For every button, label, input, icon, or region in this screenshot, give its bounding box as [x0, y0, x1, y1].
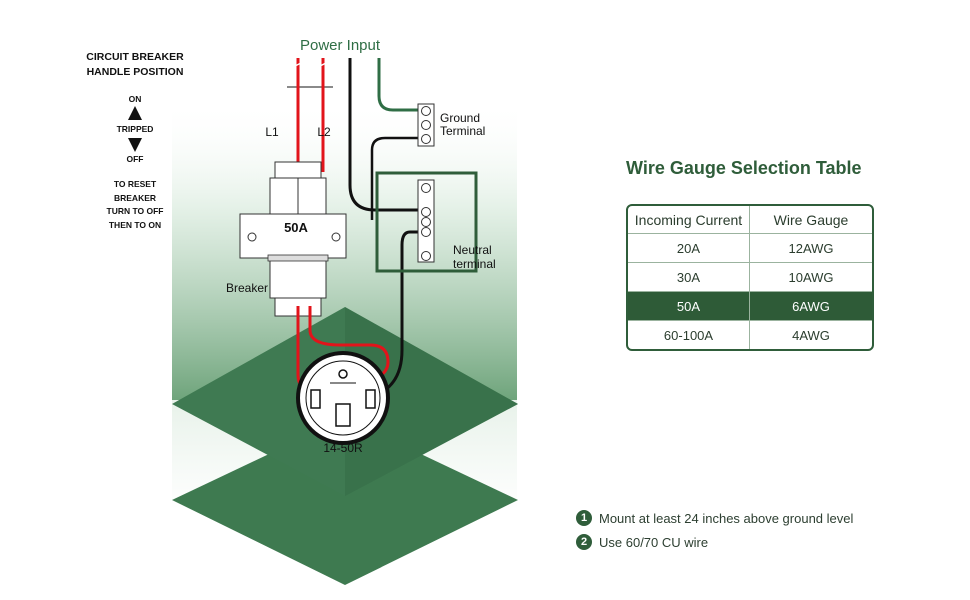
note-number-badge: 2 — [576, 534, 592, 550]
ground-terminal-label-line1: Ground — [440, 111, 480, 125]
breaker-label: Breaker — [226, 281, 268, 295]
table-row-highlighted: 50A 6AWG — [628, 292, 872, 321]
legend-heading-line1: CIRCUIT BREAKER — [86, 51, 184, 63]
current-cell: 60-100A — [628, 321, 750, 349]
ground-wire — [377, 58, 418, 112]
receptacle-14-50r — [296, 351, 390, 445]
table-row: 20A 12AWG — [628, 234, 872, 263]
ground-terminal — [417, 103, 435, 147]
gauge-cell: 12AWG — [750, 234, 872, 263]
table-header-row: Incoming Current Wire Gauge — [628, 206, 872, 234]
legend-off-label: OFF — [126, 154, 144, 164]
reset-line1: TO RESET — [113, 179, 157, 189]
l1-label: L1 — [265, 125, 279, 139]
ground-terminal-label-line2: Terminal — [440, 124, 485, 138]
legend-on-label: ON — [128, 94, 142, 104]
arrow-up-icon — [128, 106, 142, 120]
breaker-rating: 50A — [284, 220, 308, 235]
neutral-terminal-label-line2: terminal — [453, 257, 496, 271]
gauge-cell: 6AWG — [750, 292, 872, 321]
note-item: 2 Use 60/70 CU wire — [576, 531, 853, 553]
arrow-down-icon — [128, 138, 142, 152]
installation-notes: 1 Mount at least 24 inches above ground … — [576, 507, 853, 555]
gauge-cell: 4AWG — [792, 327, 830, 343]
breaker — [239, 161, 347, 317]
neutral-terminal — [375, 171, 478, 273]
legend-reset-instructions: TO RESET BREAKER TURN TO OFF THEN TO ON — [60, 178, 210, 232]
neutral-return-wire — [381, 230, 418, 394]
wire-gauge-table: Incoming Current Wire Gauge 20A 12AWG 30… — [626, 204, 874, 351]
breaker-position-legend: CIRCUIT BREAKER HANDLE POSITION ON TRIPP… — [60, 50, 210, 232]
header-wire-gauge: Wire Gauge — [750, 206, 872, 234]
ground-return-wire — [370, 136, 418, 220]
current-cell: 50A — [628, 292, 750, 321]
gauge-cell: 10AWG — [750, 263, 872, 292]
reset-line3: TURN TO OFF — [106, 206, 164, 216]
reset-line2: BREAKER — [113, 192, 157, 203]
power-input-label: Power Input — [300, 37, 381, 54]
table-row: 30A 10AWG — [628, 263, 872, 292]
l2-label: L2 — [317, 125, 331, 139]
wire-table-title: Wire Gauge Selection Table — [626, 158, 862, 178]
legend-heading-line2: HANDLE POSITION — [86, 66, 184, 78]
neutral-wire — [348, 58, 418, 212]
l2-load-wire — [308, 306, 390, 382]
note-item: 1 Mount at least 24 inches above ground … — [576, 507, 853, 529]
platform-lower — [172, 418, 518, 585]
note-text: Use 60/70 CU wire — [599, 534, 709, 550]
legend-tripped-label: TRIPPED — [116, 124, 154, 134]
header-incoming-current: Incoming Current — [628, 206, 750, 234]
current-cell: 30A — [628, 263, 750, 292]
reset-line4: THEN TO ON — [108, 219, 162, 230]
current-cell: 20A — [628, 234, 750, 263]
neutral-terminal-label-line1: Neutral — [453, 243, 492, 257]
note-number-badge: 1 — [576, 510, 592, 526]
table-row: 60-100A 4AWG — [628, 321, 872, 349]
note-text: Mount at least 24 inches above ground le… — [599, 510, 854, 526]
receptacle-label: 14-50R — [323, 441, 363, 455]
